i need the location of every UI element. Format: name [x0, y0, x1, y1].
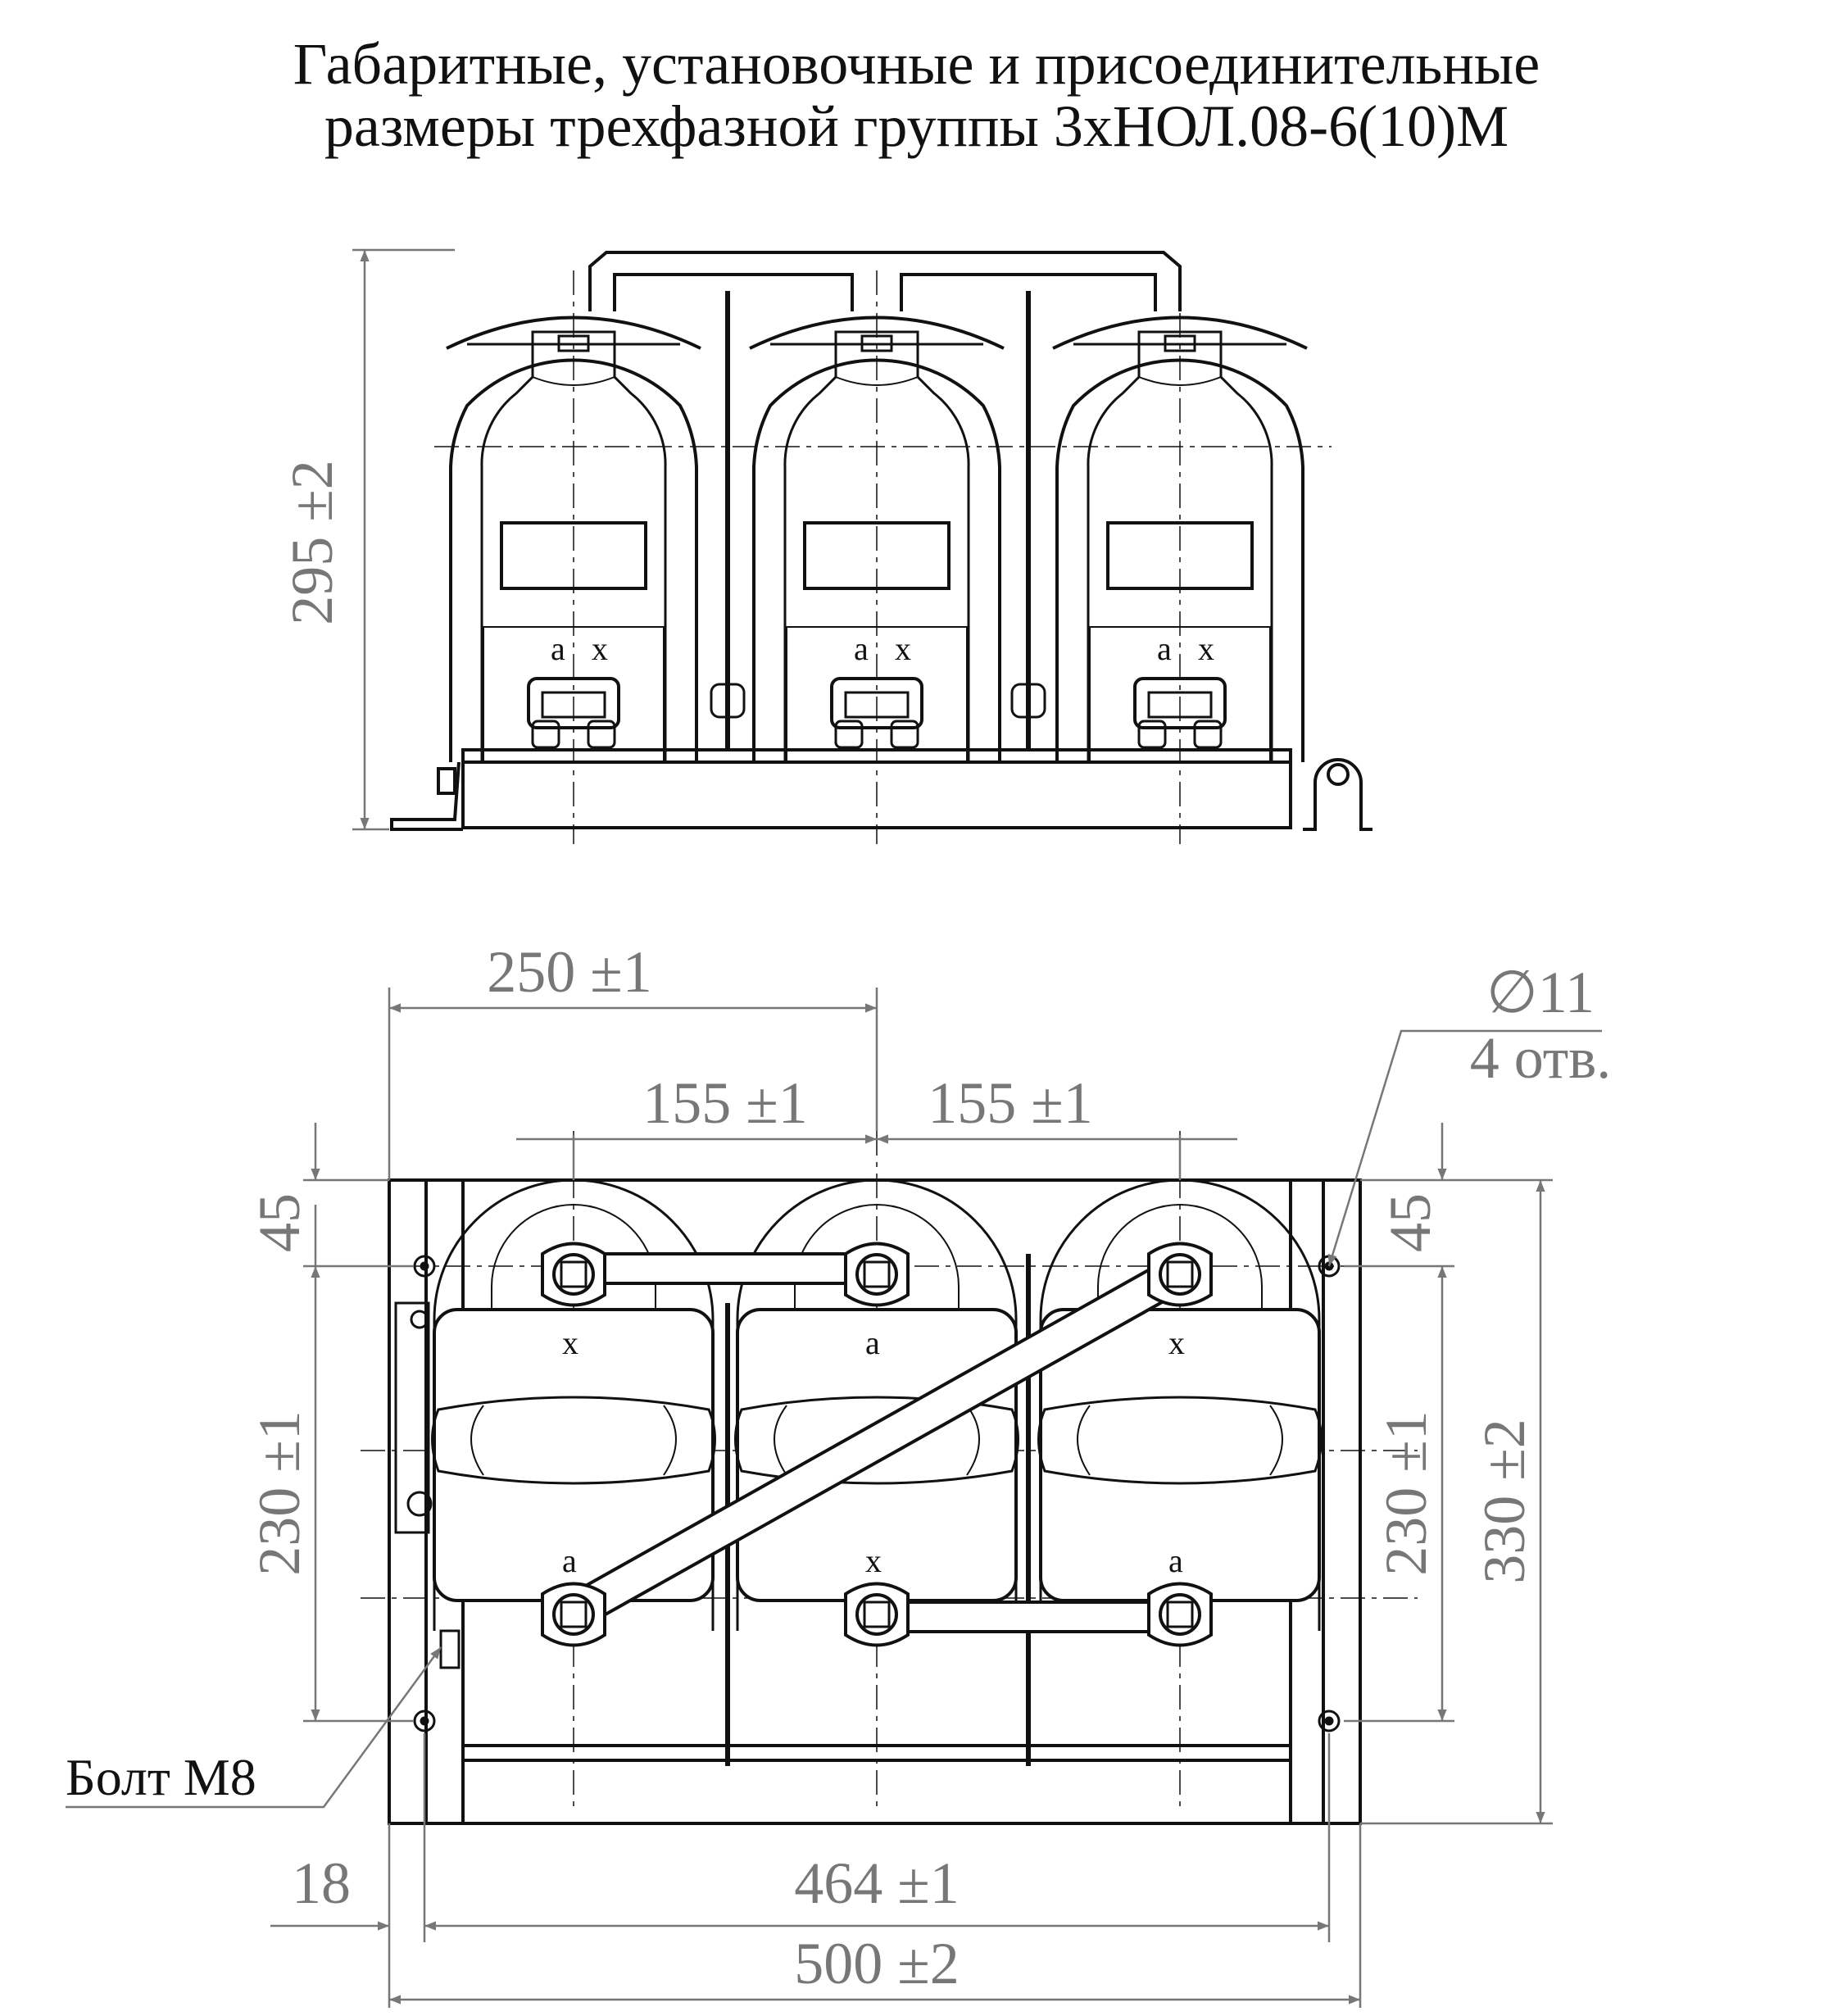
terminal-x-top-1: x — [562, 1324, 578, 1361]
terminal-x-2: x — [895, 630, 911, 667]
front-view: a x a x a x — [390, 251, 1372, 844]
title-line-1: Габаритные, установочные и присоединител… — [293, 31, 1540, 97]
dimension-texts: 295 ±2 250 ±1 155 ±1 155 ±1 ∅11 4 отв. 4… — [247, 460, 1611, 1996]
terminal-a-top-3: a — [1168, 1542, 1183, 1579]
side-clamps — [710, 683, 1046, 719]
dim-45-right: 45 — [1377, 1193, 1443, 1252]
terminal-a-top-1: a — [562, 1542, 577, 1579]
busbar-top — [588, 251, 1182, 311]
dim-230-right: 230 ±1 — [1373, 1410, 1439, 1576]
left-side-fittings — [394, 1301, 461, 1669]
dim-330: 330 ±2 — [1472, 1419, 1537, 1584]
terminal-a-1: a — [551, 630, 565, 667]
busbar-straight-top — [572, 1252, 1182, 1633]
dim-155-right: 155 ±1 — [928, 1070, 1093, 1136]
terminal-a-2: a — [854, 630, 869, 667]
dim-45-left: 45 — [247, 1193, 312, 1252]
terminal-a-top-2: a — [865, 1324, 880, 1361]
terminal-x-1: x — [592, 630, 608, 667]
dim-hole-count: 4 отв. — [1470, 1025, 1612, 1091]
dim-250: 250 ±1 — [487, 939, 652, 1005]
dim-hole-diameter: ∅11 — [1486, 960, 1595, 1025]
dim-155-left: 155 ±1 — [642, 1070, 808, 1136]
terminal-x-top-3: x — [1168, 1324, 1185, 1361]
base-frame-front — [390, 748, 1372, 831]
base-frame-top — [388, 1178, 1362, 1825]
drawing-title: Габаритные, установочные и присоединител… — [0, 33, 1833, 157]
dimension-lines — [66, 248, 1602, 2008]
terminal-marks-front: a x a x a x — [551, 630, 1214, 667]
center-lines-front — [434, 270, 1332, 844]
dim-464: 464 ±1 — [794, 1850, 960, 1916]
terminal-x-top-2: x — [865, 1542, 882, 1579]
title-line-2: размеры трехфазной группы 3хНОЛ.08-6(10)… — [324, 93, 1509, 159]
bolt-label: Болт М8 — [66, 1748, 256, 1806]
separators-front — [725, 291, 1031, 750]
top-view: x a x a x a — [361, 1131, 1418, 1825]
dim-230-left: 230 ±1 — [247, 1410, 312, 1576]
dim-height-295: 295 ±2 — [279, 460, 345, 625]
terminal-x-3: x — [1198, 630, 1214, 667]
dim-500: 500 ±2 — [794, 1931, 960, 1996]
terminal-a-3: a — [1157, 630, 1172, 667]
dim-18: 18 — [292, 1850, 351, 1916]
terminal-marks-top: x a x a x a — [562, 1324, 1185, 1579]
